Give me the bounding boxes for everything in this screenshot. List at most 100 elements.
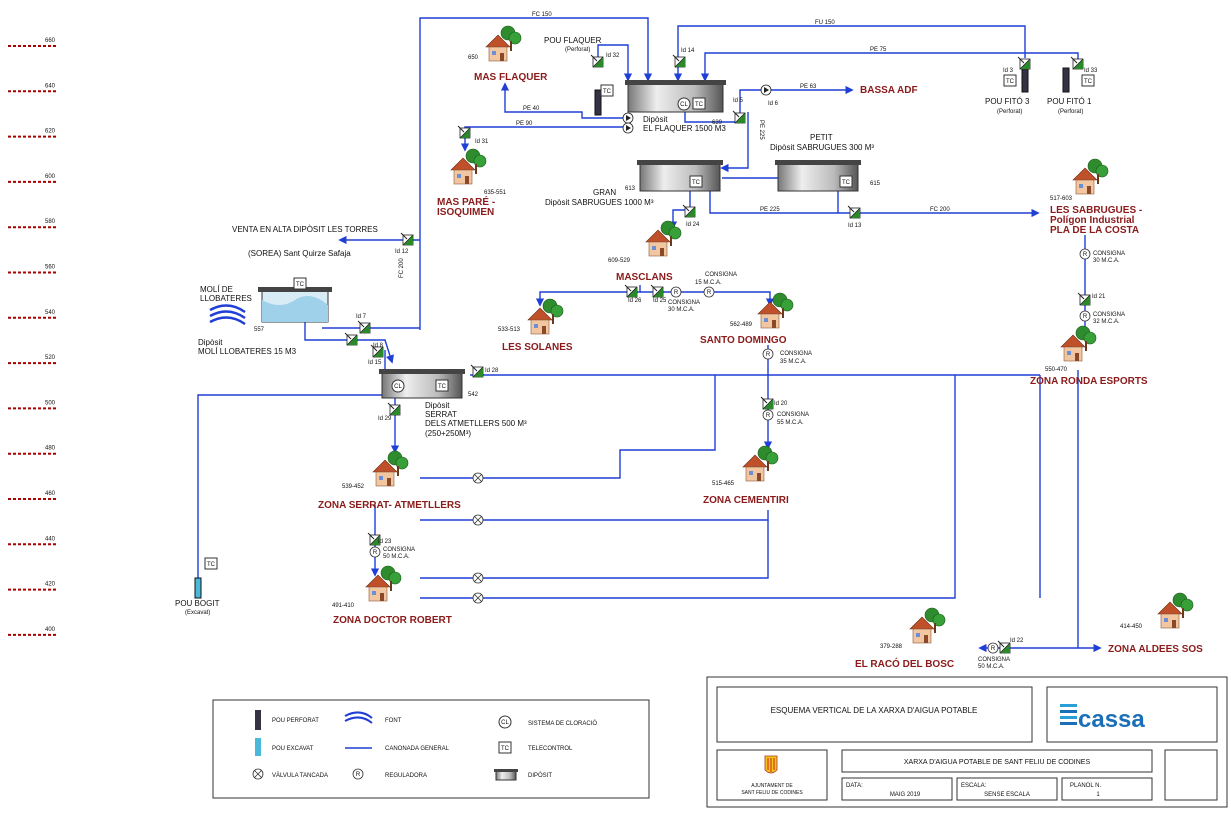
pipe-labels: FC 150 FU 150 PE 75 PE 40 PE 90 PE 63 PE… [399,12,950,278]
scale-tick-label: 440 [45,536,56,542]
scale-tick-label: 600 [45,174,56,180]
scale-tick-label: 500 [45,400,56,406]
svg-text:Id 31: Id 31 [475,139,489,145]
svg-text:Dipòsit: Dipòsit [198,338,223,347]
svg-text:ZONA ALDEES SOS: ZONA ALDEES SOS [1108,644,1203,655]
svg-text:ESCALA:: ESCALA: [961,783,987,789]
legend: POU PERFORAT POU EXCAVAT VÀLVULA TANCADA… [212,699,650,799]
svg-text:TC: TC [842,180,851,186]
svg-text:Id 20: Id 20 [774,401,788,407]
svg-text:SANTO DOMINGO: SANTO DOMINGO [700,335,787,346]
svg-text:Id 13: Id 13 [848,223,862,229]
deposit-flaquer: CL TC Dipòsit EL FLAQUER 1500 M3 639 [625,80,726,133]
svg-text:Id 8: Id 8 [373,343,384,349]
svg-text:POU EXCAVAT: POU EXCAVAT [272,746,314,752]
svg-text:DATA:: DATA: [846,783,863,789]
svg-text:R: R [1083,252,1088,258]
svg-text:50 M.C.A.: 50 M.C.A. [383,554,410,560]
scale-tick-label: 620 [45,129,56,135]
svg-text:639: 639 [712,120,723,126]
deposit-serrat: CL TC 542 Dipòsit SERRAT DELS ATMETLLERS… [379,369,527,438]
pump-icon [622,122,634,134]
regulators: R R R R R R R R [369,248,1091,654]
svg-text:ZONA RONDA ESPORTS: ZONA RONDA ESPORTS [1030,376,1148,387]
svg-text:DIPÒSIT: DIPÒSIT [528,772,552,779]
svg-text:FU 150: FU 150 [815,20,835,26]
svg-text:414-450: 414-450 [1120,624,1143,630]
svg-text:Id 28: Id 28 [485,368,499,374]
scale-tick-label: 480 [45,446,56,452]
svg-text:CONSIGNA: CONSIGNA [668,300,700,306]
svg-text:R: R [373,550,378,556]
svg-text:CONSIGNA: CONSIGNA [1093,312,1125,318]
svg-text:POU BOGIT: POU BOGIT [175,599,220,608]
svg-text:30 M.C.A.: 30 M.C.A. [1093,258,1120,264]
svg-text:Id 14: Id 14 [681,48,695,54]
svg-text:(Perforat): (Perforat) [565,47,590,53]
svg-text:557: 557 [254,327,265,333]
svg-text:TC: TC [207,562,216,568]
svg-text:(Perforat): (Perforat) [997,109,1022,115]
svg-text:MOLÍ DE: MOLÍ DE [200,285,233,294]
zone-mas-pare: 635-551 MAS PARÉ - ISOQUIMEN [437,148,507,218]
svg-text:55 M.C.A.: 55 M.C.A. [777,420,804,426]
svg-text:Id 6: Id 6 [768,101,779,107]
svg-text:R: R [1083,314,1088,320]
svg-text:FC 150: FC 150 [532,12,552,18]
svg-text:R: R [766,413,771,419]
svg-text:ISOQUIMEN: ISOQUIMEN [437,207,494,218]
scale-tick-label: 540 [45,310,56,316]
consignes: CONSIGNA 15 M.C.A. CONSIGNA 30 M.C.A. CONS… [383,251,1125,670]
svg-text:PE 63: PE 63 [800,84,817,90]
closed-valve-icon [472,514,484,526]
well-bogit: TC POU BOGIT (Excavat) [175,557,220,616]
svg-text:613: 613 [625,186,636,192]
svg-text:FC 200: FC 200 [930,207,950,213]
zone-les-solanes: 533-513 LES SOLANES [498,298,573,353]
svg-text:Id 22: Id 22 [1010,638,1024,644]
svg-text:MOLÍ LLOBATERES 15 M3: MOLÍ LLOBATERES 15 M3 [198,347,297,356]
svg-text:562-489: 562-489 [730,322,753,328]
svg-text:Dipòsit: Dipòsit [425,401,450,410]
zone-sabrugues: 517-603 LES SABRUGUES - Polígon Industri… [1050,158,1142,236]
scale-tick-label: 460 [45,491,56,497]
svg-text:POU FITÓ 3: POU FITÓ 3 [985,97,1030,106]
svg-text:515-465: 515-465 [712,481,735,487]
zone-masclans: 609-529 MASCLANS [608,220,682,283]
svg-text:R: R [356,772,361,778]
svg-text:533-513: 533-513 [498,327,521,333]
svg-text:R: R [707,290,712,296]
deposit-gran-sabrugues: TC GRAN Dipòsit SABRUGUES 1000 M³ 613 [545,160,723,207]
svg-text:VÀLVULA TANCADA: VÀLVULA TANCADA [272,772,328,779]
svg-text:CONSIGNA: CONSIGNA [705,272,737,278]
svg-text:CL: CL [394,384,402,390]
svg-text:615: 615 [870,181,881,187]
svg-text:TC: TC [1006,79,1015,85]
svg-text:PE 75: PE 75 [870,47,887,53]
svg-text:MAS FLAQUER: MAS FLAQUER [474,72,548,83]
svg-text:TC: TC [1084,79,1093,85]
svg-text:cassa: cassa [1078,706,1145,733]
zone-santo-domingo: 562-489 SANTO DOMINGO [700,292,794,346]
svg-text:PLA DE LA COSTA: PLA DE LA COSTA [1050,225,1139,236]
svg-text:LES SOLANES: LES SOLANES [502,342,573,353]
svg-text:R: R [766,352,771,358]
svg-text:Id 7: Id 7 [356,314,367,320]
svg-text:609-529: 609-529 [608,258,631,264]
svg-text:(Perforat): (Perforat) [1058,109,1083,115]
venta-sub-label: (SOREA) Sant Quirze Safaja [248,249,351,258]
font-moli: MOLÍ DE LLOBATERES [200,285,252,326]
svg-text:Id 21: Id 21 [1092,294,1106,300]
venta-label: VENTA EN ALTA DIPÒSIT LES TORRES [232,225,378,234]
svg-text:CL: CL [501,720,509,726]
svg-text:MASCLANS: MASCLANS [616,272,673,283]
well-fito1: TC POU FITÓ 1 (Perforat) [1047,67,1095,115]
svg-text:DELS ATMETLLERS 500 M³: DELS ATMETLLERS 500 M³ [425,419,527,428]
svg-text:CONSIGNA: CONSIGNA [978,657,1010,663]
svg-text:Id 25: Id 25 [653,298,667,304]
scale-tick-label: 580 [45,219,56,225]
svg-text:POU FITÓ 1: POU FITÓ 1 [1047,97,1092,106]
svg-text:Id 33: Id 33 [1084,68,1098,74]
svg-text:15 M.C.A.: 15 M.C.A. [695,280,722,286]
scale-tick-label: 420 [45,582,56,588]
